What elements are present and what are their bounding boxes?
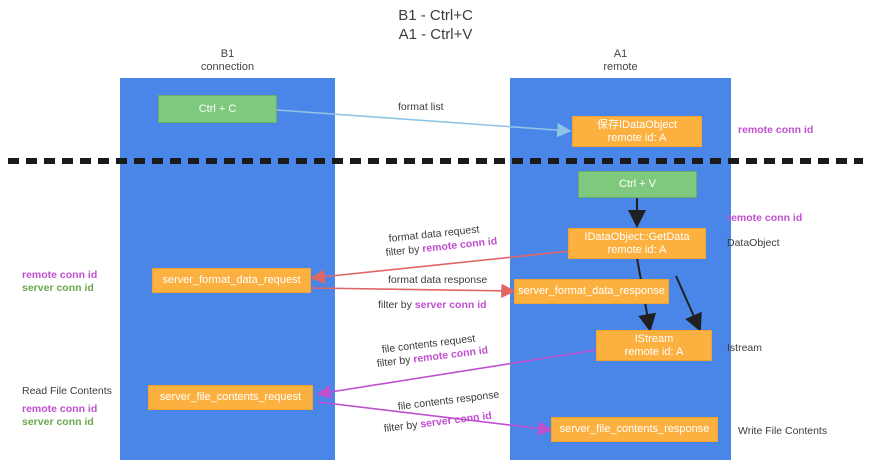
- page-title: B1 - Ctrl+C A1 - Ctrl+V: [0, 6, 871, 44]
- right-label-remote-conn-id-top: remote conn id: [738, 123, 813, 137]
- left-label-server-conn-id-mid-text: server conn id: [22, 282, 94, 294]
- right-label-istream-text: Istream: [727, 342, 763, 354]
- node-getdata-id: remote id: A: [607, 243, 667, 256]
- left-label-remote-conn-id-bottom-text: remote conn id: [22, 403, 98, 415]
- right-label-dataobject-text: DataObject: [727, 237, 780, 249]
- title-line-1: B1 - Ctrl+C: [398, 7, 473, 24]
- edge-label-format-data-request-filter: filter by remote conn id: [385, 235, 498, 260]
- node-server-file-contents-request-label: server_file_contents_request: [159, 391, 302, 403]
- node-istream[interactable]: IStream remote id: A: [596, 330, 712, 361]
- left-label-read-file-contents: Read File Contents: [22, 384, 112, 398]
- filter-prefix-4: filter by: [383, 418, 422, 435]
- left-label-server-conn-id-bottom-text: server conn id: [22, 416, 94, 428]
- left-label-remote-conn-id-mid: remote conn id: [22, 268, 97, 282]
- node-idataobject-getdata[interactable]: IDataObject::GetData remote id: A: [568, 228, 706, 259]
- swimlane-header-b1: B1 connection: [120, 48, 335, 74]
- node-save-idataobject[interactable]: 保存IDataObject remote id: A: [572, 116, 702, 147]
- edge-label-format-list: format list: [398, 101, 444, 114]
- right-label-remote-conn-id-top-text: remote conn id: [738, 124, 814, 136]
- node-getdata-title: IDataObject::GetData: [584, 230, 690, 243]
- node-server-file-contents-response-label: server_file_contents_response: [559, 423, 710, 435]
- edge-label-format-list-text: format list: [398, 101, 444, 113]
- node-ctrl-c[interactable]: Ctrl + C: [158, 95, 277, 123]
- left-label-server-conn-id-mid: server conn id: [22, 281, 94, 295]
- edge-label-format-data-response-text: format data response: [388, 274, 488, 286]
- right-label-write-file-contents: Write File Contents: [738, 424, 827, 438]
- filter-prefix-1: filter by: [385, 243, 423, 259]
- node-save-idataobject-title: 保存IDataObject: [596, 118, 678, 131]
- edge-label-file-contents-response-filter: filter by server conn id: [383, 410, 492, 436]
- left-label-remote-conn-id-bottom: remote conn id: [22, 402, 97, 416]
- node-istream-title: IStream: [634, 332, 674, 345]
- left-label-remote-conn-id-mid-text: remote conn id: [22, 269, 98, 281]
- right-label-remote-conn-id-mid-text: remote conn id: [727, 212, 803, 224]
- right-label-istream: Istream: [727, 341, 762, 355]
- left-label-server-conn-id-bottom: server conn id: [22, 415, 94, 429]
- swimlane-header-b1-role: connection: [200, 61, 255, 73]
- swimlane-header-a1-name: A1: [613, 48, 628, 60]
- node-ctrl-v-label: Ctrl + V: [619, 178, 656, 190]
- filter-prefix-2: filter by: [378, 299, 415, 311]
- node-istream-id: remote id: A: [624, 345, 684, 358]
- left-label-read-file-contents-text: Read File Contents: [22, 385, 112, 397]
- right-label-remote-conn-id-mid: remote conn id: [727, 211, 802, 225]
- title-line-2: A1 - Ctrl+V: [398, 26, 473, 43]
- right-label-write-file-contents-text: Write File Contents: [738, 425, 828, 437]
- node-ctrl-v[interactable]: Ctrl + V: [578, 171, 697, 198]
- edge-label-file-contents-request-filter: filter by remote conn id: [376, 344, 489, 371]
- right-label-dataobject: DataObject: [727, 236, 780, 250]
- filter-prefix-3: filter by: [376, 353, 415, 370]
- swimlane-header-a1: A1 remote: [510, 48, 731, 74]
- edge-label-format-data-response: format data response: [388, 274, 487, 287]
- node-server-file-contents-request[interactable]: server_file_contents_request: [148, 385, 313, 410]
- node-server-format-data-response-label: server_format_data_response: [518, 285, 665, 297]
- swimlane-header-b1-name: B1: [220, 48, 235, 60]
- node-server-format-data-request-label: server_format_data_request: [162, 274, 301, 286]
- filter-key-server-conn-id-1: server conn id: [414, 299, 487, 311]
- node-server-file-contents-response[interactable]: server_file_contents_response: [551, 417, 718, 442]
- swimlane-header-a1-role: remote: [603, 61, 638, 73]
- node-ctrl-c-label: Ctrl + C: [198, 102, 237, 115]
- edge-label-format-data-response-filter: filter by server conn id: [378, 299, 487, 312]
- node-save-idataobject-id: remote id: A: [607, 131, 667, 144]
- node-server-format-data-request[interactable]: server_format_data_request: [152, 268, 311, 293]
